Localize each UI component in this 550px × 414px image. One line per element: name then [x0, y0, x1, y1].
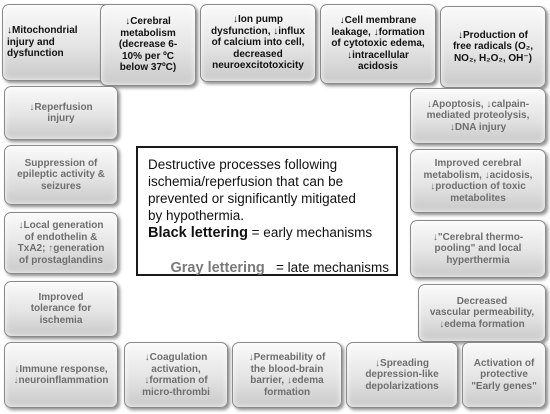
box-blood-brain-barrier: ↓Permeability of the blood-brain barrier…: [232, 342, 342, 408]
box-immune-response: ↓Immune response, ↓neuroinflammation: [4, 342, 118, 408]
box-label: Suppression of epileptic activity & seiz…: [17, 157, 105, 192]
box-label: Improved tolerance for ischemia: [30, 291, 92, 326]
box-label: ↓Immune response, ↓neuroinflammation: [13, 363, 109, 387]
box-reperfusion-injury: ↓Reperfusion injury: [4, 86, 118, 140]
box-label: ↓"Cerebral thermo- pooling" and local hy…: [432, 231, 524, 266]
legend-early: Black lettering = early mechanisms: [148, 224, 386, 242]
box-cerebral-metabolism: ↓Cerebral metabolism (decrease 6- 10% pe…: [100, 4, 196, 86]
center-description: Destructive processes following ischemia…: [148, 157, 356, 223]
box-label: ↓Mitochondrial injury and dysfunction: [7, 25, 78, 60]
box-label: ↓Cerebral metabolism (decrease 6- 10% pe…: [118, 16, 178, 74]
box-label: ↓Ion pump dysfunction, ↓influx of calciu…: [211, 14, 305, 72]
legend-gray-value: = late mechanisms: [264, 260, 389, 275]
box-ion-pump: ↓Ion pump dysfunction, ↓influx of calciu…: [200, 4, 316, 82]
center-description-box: Destructive processes following ischemia…: [136, 146, 398, 276]
box-label: ↓Coagulation activation, ↓formation of m…: [142, 352, 210, 398]
box-early-genes: Activation of protective "Early genes": [462, 342, 546, 408]
box-free-radicals: ↓Production of free radicals (O₂, NO₂, H…: [440, 6, 546, 88]
box-label: Improved cerebral metabolism, ↓acidosis,…: [423, 158, 533, 204]
box-mitochondrial-injury: ↓Mitochondrial injury and dysfunction: [2, 4, 116, 81]
box-seizures: Suppression of epileptic activity & seiz…: [4, 145, 118, 205]
legend-black-value: = early mechanisms: [247, 225, 373, 240]
box-label: ↓Apoptosis, ↓calpain- mediated proteolys…: [426, 98, 530, 133]
box-endothelin: ↓Local generation of endothelin & TxA2; …: [4, 212, 118, 274]
box-label: ↓Cell membrane leakage, ↓formation of cy…: [331, 15, 425, 73]
box-label: ↓Spreading depression-like depolarizatio…: [365, 357, 439, 392]
legend-gray-key: Gray lettering: [170, 260, 265, 276]
box-apoptosis: ↓Apoptosis, ↓calpain- mediated proteolys…: [410, 88, 546, 144]
box-label: ↓Production of free radicals (O₂, NO₂, H…: [452, 29, 534, 64]
box-spreading-depression: ↓Spreading depression-like depolarizatio…: [346, 342, 458, 408]
box-label: ↓Local generation of endothelin & TxA2; …: [17, 220, 105, 266]
box-coagulation: ↓Coagulation activation, ↓formation of m…: [124, 342, 228, 408]
box-label: Activation of protective "Early genes": [471, 357, 537, 392]
box-cell-membrane: ↓Cell membrane leakage, ↓formation of cy…: [320, 4, 436, 84]
box-label: ↓Permeability of the blood-brain barrier…: [248, 352, 326, 398]
box-ischemia-tolerance: Improved tolerance for ischemia: [4, 281, 118, 337]
legend-late: Gray lettering = late mechanisms: [148, 242, 389, 294]
box-improved-metabolism: Improved cerebral metabolism, ↓acidosis,…: [410, 149, 546, 213]
legend-black-key: Black lettering: [148, 225, 248, 241]
box-label: Decreased vascular permeability, ↓edema …: [429, 295, 535, 330]
box-thermopooling: ↓"Cerebral thermo- pooling" and local hy…: [410, 220, 546, 278]
box-vascular-permeability: Decreased vascular permeability, ↓edema …: [418, 284, 546, 342]
box-label: ↓Reperfusion injury: [29, 101, 93, 125]
